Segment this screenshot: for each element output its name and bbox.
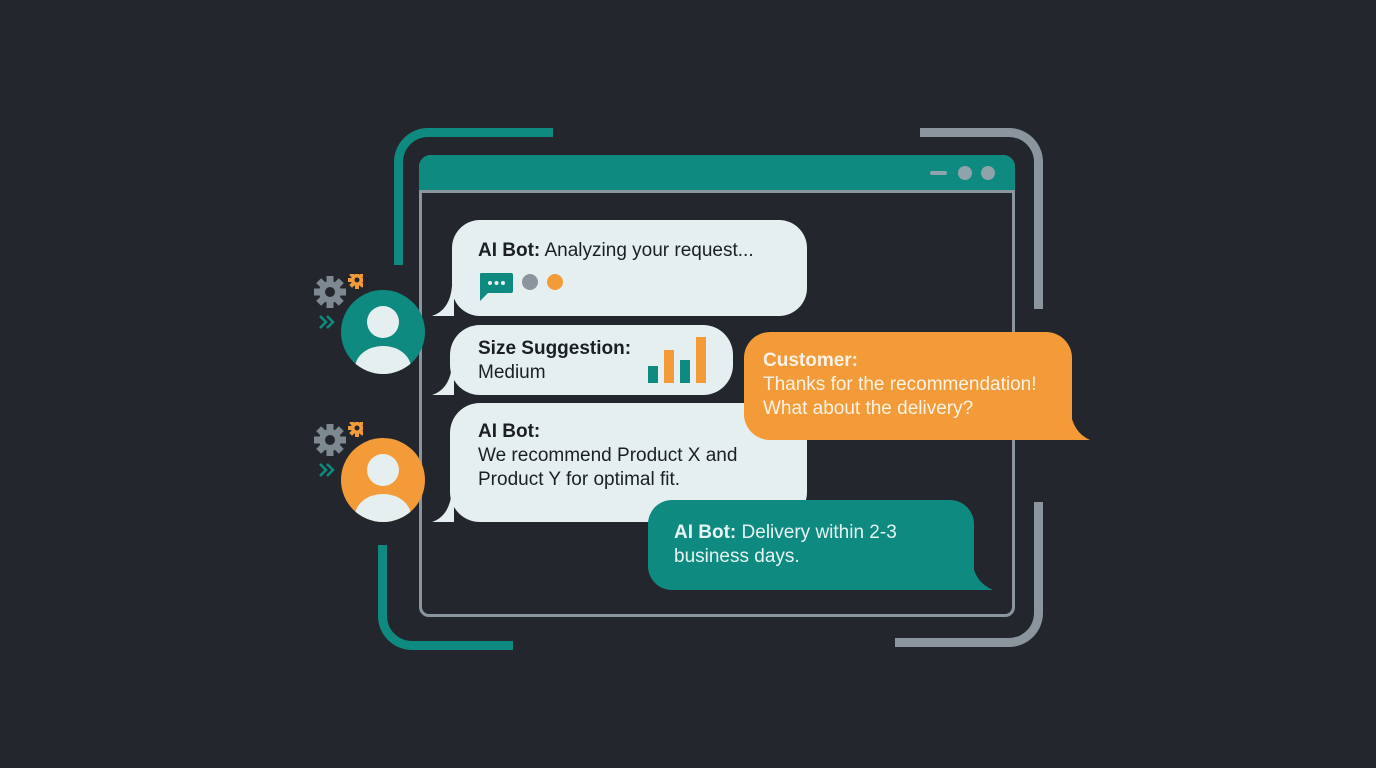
corner-bracket-bottom-right: [895, 502, 1043, 647]
window-control-dot[interactable]: [958, 166, 972, 180]
message-text: Delivery within 2-3: [741, 522, 897, 543]
corner-bracket-top-left: [394, 128, 553, 265]
chevrons-right-icon: [319, 315, 335, 329]
bubble-tail: [432, 286, 454, 316]
message-text-line: What about the delivery?: [763, 398, 974, 419]
bubble-tail: [432, 365, 454, 395]
window-control-dot[interactable]: [981, 166, 995, 180]
status-dot-gray: [522, 274, 538, 290]
bar-chart-icon: [648, 337, 706, 383]
gear-icon: [314, 422, 363, 456]
bubble-tail: [432, 490, 454, 522]
minimize-icon[interactable]: [930, 171, 947, 175]
sender-label: AI Bot:: [674, 522, 737, 543]
window-titlebar: [419, 155, 1015, 193]
gear-icon: [314, 274, 363, 308]
message-bubble-analyzing: AI Bot: Analyzing your request...: [452, 220, 807, 316]
chevrons-right-icon: [319, 463, 335, 477]
message-text: Analyzing your request...: [544, 240, 754, 261]
message-bubble-size-suggestion: Size Suggestion: Medium: [450, 325, 733, 395]
message-text-line: Thanks for the recommendation!: [763, 374, 1037, 395]
bot-avatar: [341, 290, 425, 374]
chat-typing-icon: [480, 273, 513, 301]
customer-avatar: [341, 438, 425, 522]
message-text-line: Product Y for optimal fit.: [478, 469, 681, 490]
message-text-line: business days.: [674, 546, 800, 567]
message-bubble-delivery: AI Bot: Delivery within 2-3 business day…: [648, 500, 974, 590]
sender-label: AI Bot:: [478, 240, 541, 261]
sender-label: Size Suggestion:: [478, 338, 632, 359]
message-bubble-customer: Customer: Thanks for the recommendation!…: [744, 332, 1072, 440]
message-text: Medium: [478, 362, 546, 383]
corner-bracket-top-right: [920, 128, 1043, 309]
sender-label: Customer:: [763, 350, 859, 371]
corner-bracket-bottom-left: [378, 545, 513, 650]
sender-label: AI Bot:: [478, 421, 541, 442]
message-text-line: We recommend Product X and: [478, 445, 738, 466]
status-dot-orange: [547, 274, 563, 290]
